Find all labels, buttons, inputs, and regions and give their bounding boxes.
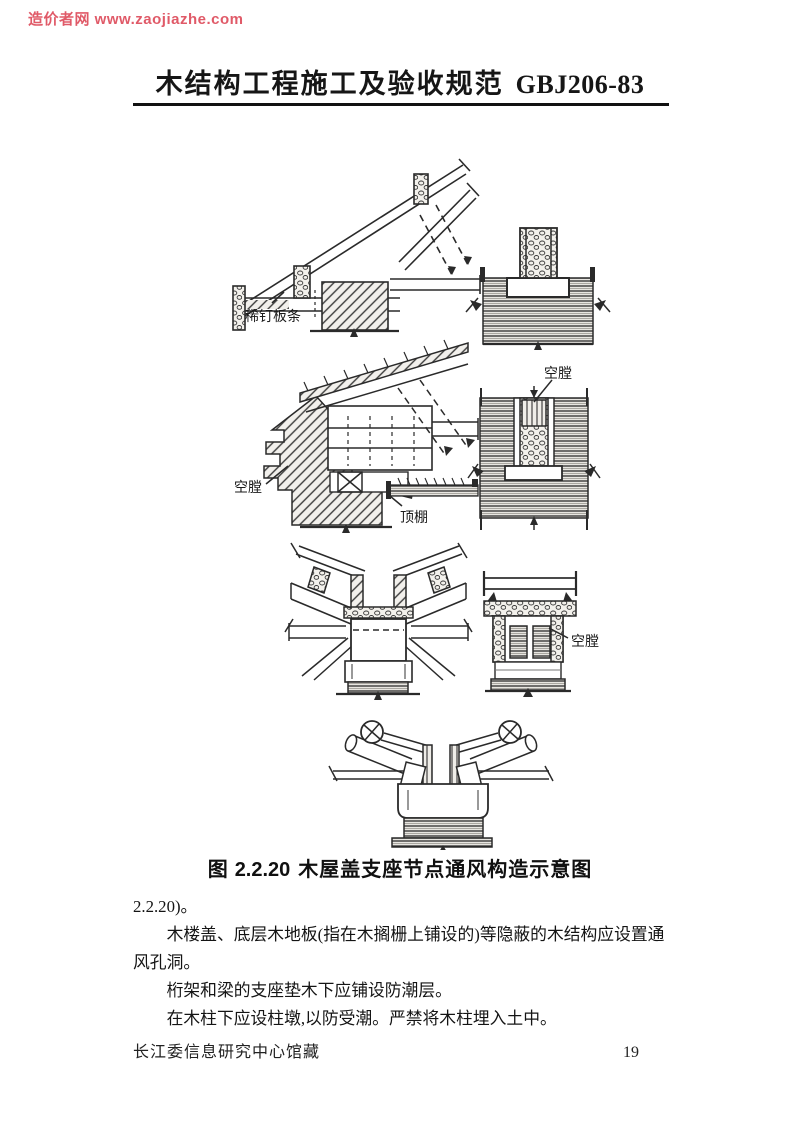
body-text: 2.2.20)。 木楼盖、底层木地板(指在木搁栅上铺设的)等隐蔽的木结构应设置通… [133,893,673,1033]
page-number: 19 [623,1044,639,1061]
drawing-eave-detail-1: 稀钉板条 [232,158,481,337]
label-cavity-pier: 空膛 [571,633,599,649]
drawing-wall-section-2: 空膛 [467,365,601,530]
library-stamp: 长江委信息研究中心馆藏 [133,1044,321,1061]
label-ceiling: 顶棚 [400,509,428,525]
figure-drawing: 稀钉板条 [232,158,611,850]
paragraph-2: 桁架和梁的支座垫木下应铺设防潮层。 [166,981,452,1000]
page-header: 木结构工程施工及验收规范 GBJ206-83 [0,62,800,101]
watermark-text: 造价者网 www.zaojiazhe.com [28,11,244,28]
caption-number: 2.2.20 [234,859,291,881]
label-battens: 稀钉板条 [245,308,301,324]
page-footer: 长江委信息研究中心馆藏 19 [133,1038,639,1062]
drawing-pier-elevation: 空膛 [482,571,599,697]
drawing-valley-support [284,542,473,700]
label-cavity-eave: 空膛 [234,479,262,495]
document-title: 木结构工程施工及验收规范 [155,69,504,99]
drawing-wall-section-1 [465,227,611,350]
paragraph-1: 木楼盖、底层木地板(指在木搁栅上铺设的)等隐蔽的木结构应设置通风孔洞。 [133,925,665,972]
label-cavity-wall: 空膛 [544,365,572,381]
paragraph-3: 在木柱下应设柱墩,以防受潮。严禁将木柱埋入土中。 [166,1009,557,1028]
caption-prefix: 图 [207,859,229,881]
caption-title: 木屋盖支座节点通风构造示意图 [298,859,593,881]
header-rule [133,103,669,106]
drawing-eave-detail-2: 顶棚 空膛 [234,339,479,533]
drawing-log-support [328,720,554,850]
paragraph-intro: 2.2.20)。 [133,897,198,916]
standard-code: GBJ206-83 [515,70,645,99]
